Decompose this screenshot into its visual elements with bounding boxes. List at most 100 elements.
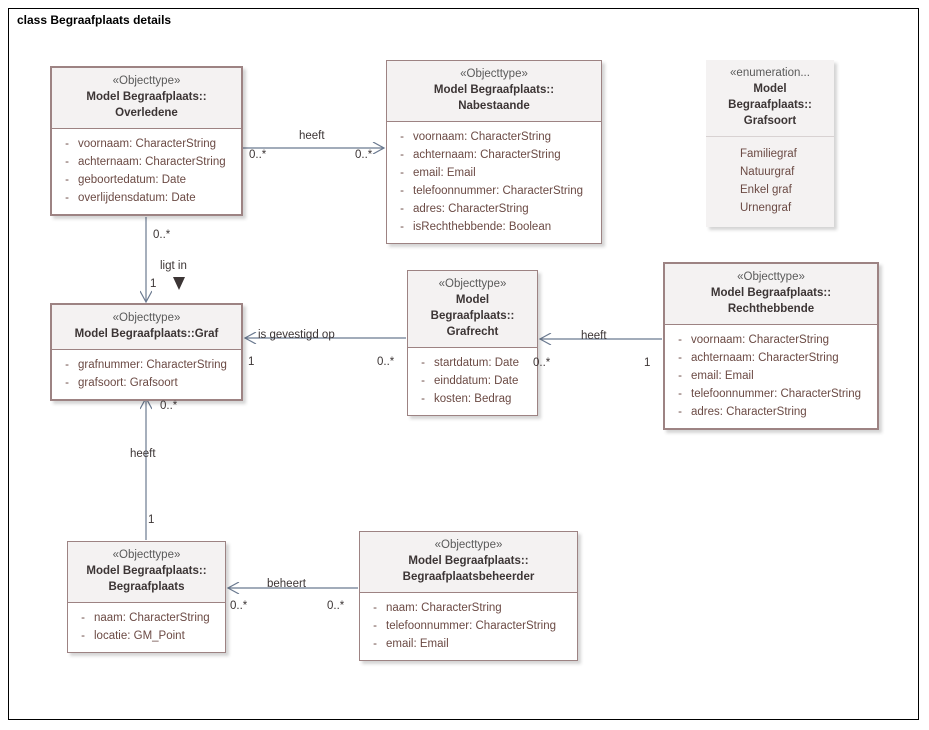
connector-label-beheert: beheert	[267, 578, 307, 590]
attribute-text: isRechthebbende: Boolean	[413, 221, 552, 233]
attribute-row: - naam: CharacterString	[364, 599, 573, 617]
attribute-visibility: -	[65, 359, 69, 371]
attribute-row: - voornaam: CharacterString	[56, 135, 237, 153]
attribute-row: - adres: CharacterString	[391, 200, 597, 218]
class-name-line-2: Begraafplaatsbeheerder	[402, 571, 535, 583]
attribute-row: - achternaam: CharacterString	[669, 349, 873, 367]
multiplicity-beheerder-begraafplaats-source: 0..*	[327, 600, 345, 612]
attribute-text: voornaam: CharacterString	[78, 138, 217, 150]
enumeration-literal: Natuurgraf	[740, 166, 795, 178]
attribute-text: telefoonnummer: CharacterString	[413, 185, 584, 197]
class-box-overledene[interactable]: «Objecttype» Model Begraafplaats:: Overl…	[50, 66, 243, 216]
attribute-text: achternaam: CharacterString	[78, 156, 226, 168]
attribute-text: einddatum: Date	[434, 375, 519, 387]
class-header-grafsoort: «enumeration... Model Begraafplaats:: Gr…	[706, 60, 834, 137]
attribute-visibility: -	[421, 393, 425, 405]
class-attributes-nabestaande: - voornaam: CharacterString - achternaam…	[387, 122, 601, 243]
class-name-line-3: Grafsoort	[743, 115, 797, 127]
class-attributes-graf: - grafnummer: CharacterString - grafsoor…	[52, 350, 241, 399]
enumeration-literal: Urnengraf	[740, 202, 792, 214]
class-name-line-2: Nabestaande	[458, 100, 530, 112]
attribute-visibility: -	[421, 375, 425, 387]
attribute-visibility: -	[678, 334, 682, 346]
attribute-visibility: -	[65, 174, 69, 186]
enumeration-literal: Familiegraf	[740, 148, 797, 160]
class-name-line-1: Model Begraafplaats::Graf	[74, 328, 219, 340]
attribute-text: geboortedatum: Date	[78, 174, 187, 186]
class-name-line-1: Model Begraafplaats::	[86, 565, 207, 577]
multiplicity-overledene-graf-source: 0..*	[153, 229, 171, 241]
class-name-line-1: Model Begraafplaats::	[433, 84, 555, 96]
class-stereotype: «Objecttype»	[438, 278, 507, 290]
attribute-row: - email: Email	[669, 367, 873, 385]
class-attributes-begraafplaats: - naam: CharacterString - locatie: GM_Po…	[68, 603, 225, 652]
diagram-title-tab: class Begraafplaats details	[9, 9, 196, 31]
attribute-row: - grafsoort: Grafsoort	[56, 374, 237, 392]
attribute-row: - startdatum: Date	[412, 354, 533, 372]
attribute-text: adres: CharacterString	[413, 203, 529, 215]
class-attributes-begraafplaatsbeheerder: - naam: CharacterString - telefoonnummer…	[360, 593, 577, 660]
attribute-row: - email: Email	[391, 164, 597, 182]
connector-label-heeft-rechthebbende-grafrecht: heeft	[581, 330, 607, 342]
class-header-overledene: «Objecttype» Model Begraafplaats:: Overl…	[52, 68, 241, 129]
class-box-rechthebbende[interactable]: «Objecttype» Model Begraafplaats:: Recht…	[663, 262, 879, 430]
attribute-visibility: -	[400, 203, 404, 215]
attribute-text: naam: CharacterString	[94, 612, 210, 624]
attribute-visibility: -	[678, 352, 682, 364]
attribute-row: - einddatum: Date	[412, 372, 533, 390]
connector-label-ligt-in: ligt in	[160, 260, 187, 272]
attribute-row: - voornaam: CharacterString	[669, 331, 873, 349]
attribute-visibility: -	[400, 131, 404, 143]
attribute-row: - locatie: GM_Point	[72, 627, 221, 645]
class-stereotype: «Objecttype»	[737, 271, 805, 283]
diagram-title-tab-slant	[177, 9, 195, 31]
attribute-text: overlijdensdatum: Date	[78, 192, 196, 204]
attribute-visibility: -	[421, 357, 425, 369]
diagram-title-tab-body: class Begraafplaats details	[9, 9, 178, 31]
class-box-nabestaande[interactable]: «Objecttype» Model Begraafplaats:: Nabes…	[386, 60, 602, 244]
attribute-row: - kosten: Bedrag	[412, 390, 533, 408]
class-name-line-1: Model Begraafplaats::	[86, 91, 207, 103]
attribute-visibility: -	[65, 156, 69, 168]
attribute-text: email: Email	[691, 370, 754, 382]
attribute-row: - adres: CharacterString	[669, 403, 873, 421]
attribute-visibility: -	[678, 370, 682, 382]
class-name-line-2: Overledene	[115, 107, 178, 119]
attribute-text: grafsoort: Grafsoort	[78, 377, 178, 389]
multiplicity-begraafplaats-graf-source: 1	[148, 514, 155, 526]
multiplicity-overledene-graf-target: 1	[150, 278, 157, 290]
attribute-visibility: -	[373, 602, 377, 614]
attribute-text: locatie: GM_Point	[94, 630, 185, 642]
multiplicity-grafrecht-graf-source: 0..*	[377, 356, 395, 368]
class-box-grafrecht[interactable]: «Objecttype» Model Begraafplaats:: Grafr…	[407, 270, 538, 416]
class-box-graf[interactable]: «Objecttype» Model Begraafplaats::Graf -…	[50, 303, 243, 401]
class-name-line-1: Model	[455, 294, 490, 306]
class-attributes-grafrecht: - startdatum: Date - einddatum: Date - k…	[408, 348, 537, 415]
multiplicity-begraafplaats-graf-target: 0..*	[160, 400, 178, 412]
attribute-text: voornaam: CharacterString	[691, 334, 830, 346]
diagram-title: class Begraafplaats details	[17, 13, 172, 27]
multiplicity-rechthebbende-grafrecht-source: 1	[644, 357, 651, 369]
attribute-visibility: -	[65, 138, 69, 150]
attribute-visibility: -	[400, 167, 404, 179]
class-box-begraafplaats[interactable]: «Objecttype» Model Begraafplaats:: Begra…	[67, 541, 226, 653]
attribute-visibility: -	[400, 185, 404, 197]
class-header-grafrecht: «Objecttype» Model Begraafplaats:: Grafr…	[408, 271, 537, 348]
class-header-begraafplaats: «Objecttype» Model Begraafplaats:: Begra…	[68, 542, 225, 603]
attribute-row: - overlijdensdatum: Date	[56, 189, 237, 207]
attribute-visibility: -	[373, 620, 377, 632]
attribute-visibility: -	[400, 221, 404, 233]
attribute-text: email: Email	[413, 167, 476, 179]
class-box-grafsoort-enumeration[interactable]: «enumeration... Model Begraafplaats:: Gr…	[706, 60, 834, 227]
class-stereotype: «Objecttype»	[112, 75, 181, 87]
class-stereotype: «Objecttype»	[112, 312, 181, 324]
attribute-text: achternaam: CharacterString	[691, 352, 839, 364]
attribute-text: email: Email	[386, 638, 449, 650]
attribute-text: telefoonnummer: CharacterString	[386, 620, 557, 632]
class-stereotype: «Objecttype»	[460, 68, 528, 80]
class-attributes-rechthebbende: - voornaam: CharacterString - achternaam…	[665, 325, 877, 428]
class-header-rechthebbende: «Objecttype» Model Begraafplaats:: Recht…	[665, 264, 877, 325]
class-name-line-1: Model Begraafplaats::	[408, 555, 529, 567]
class-box-begraafplaatsbeheerder[interactable]: «Objecttype» Model Begraafplaats:: Begra…	[359, 531, 578, 661]
